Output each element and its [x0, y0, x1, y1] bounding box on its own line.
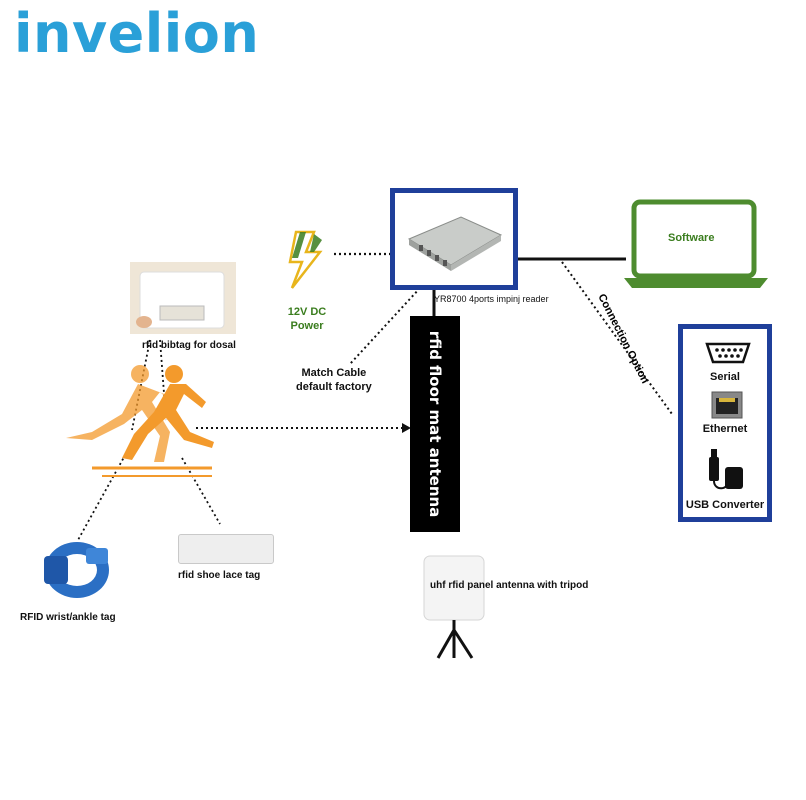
floor-mat-antenna: rfid floor mat antenna: [410, 316, 460, 532]
ethernet-label: Ethernet: [702, 423, 748, 435]
laptop-icon: [622, 198, 770, 290]
brand-logo: invelion: [14, 2, 260, 65]
reader-label: YR8700 4ports impinj reader: [434, 294, 549, 304]
wrist-tag-label: RFID wrist/ankle tag: [20, 612, 116, 623]
arrow-head-icon: [402, 423, 411, 433]
bibtag-label: rfid bibtag for dosal: [142, 340, 236, 351]
rfid-reader-icon: [407, 216, 503, 271]
shoe-tag-label: rfid shoe lace tag: [178, 570, 261, 581]
ethernet-port-icon: [711, 391, 743, 424]
usb-cable-icon: [707, 447, 747, 498]
serial-port-icon: [705, 341, 751, 370]
reader-frame: [390, 188, 518, 290]
connection-options-box: Serial Ethernet USB Converter: [678, 324, 772, 522]
power-label: 12V DC Power: [287, 306, 327, 332]
wristband-icon: [40, 536, 114, 602]
bibtag-image: [130, 262, 236, 334]
software-label: Software: [668, 232, 715, 244]
shoe-tag-image: [178, 534, 274, 564]
connection-connector: [561, 261, 673, 415]
cable-connector: [349, 287, 421, 365]
lightning-bolt-icon: [284, 230, 330, 290]
runner-icon: [62, 362, 218, 480]
cable-label: Match Cable default factory: [296, 367, 372, 393]
serial-label: Serial: [710, 371, 740, 383]
panel-antenna-icon: [418, 552, 492, 660]
usb-converter-label: USB Converter: [685, 499, 765, 511]
panel-antenna-label: uhf rfid panel antenna with tripod: [430, 580, 589, 591]
floor-antenna-label: rfid floor mat antenna: [426, 330, 444, 518]
